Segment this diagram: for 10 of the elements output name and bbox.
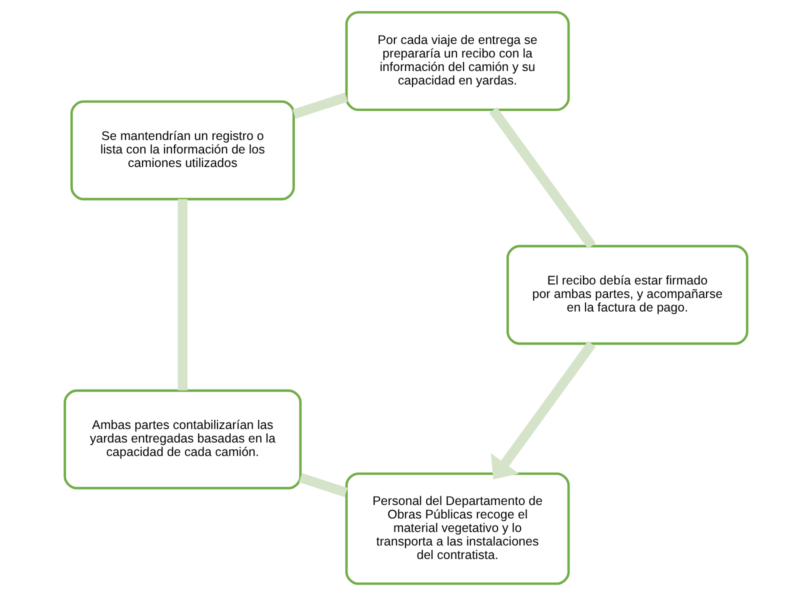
- connector: [299, 473, 348, 498]
- node-box: Ambas partes contabilizarían las yardas entregadas basadas en la capacidad de cada camión.: [64, 389, 302, 490]
- node-box: Se mantendrían un registro o lista con la información de los camiones utilizados: [70, 100, 295, 200]
- arrow: [490, 341, 596, 480]
- connector: [292, 92, 348, 119]
- connector: [178, 199, 188, 390]
- connector: [489, 107, 596, 249]
- node-box: Por cada viaje de entrega se prepararía un recibo con la información del camión y su capacidad en yardas.: [345, 11, 570, 111]
- node-box: El recibo debía estar firmado por ambas partes, y acompañarse en la factura de pago.: [506, 244, 748, 345]
- node-box: Personal del Departamento de Obras Públicas recoge el material vegetativo y lo transporta a las instalaciones del contratista.: [345, 472, 570, 585]
